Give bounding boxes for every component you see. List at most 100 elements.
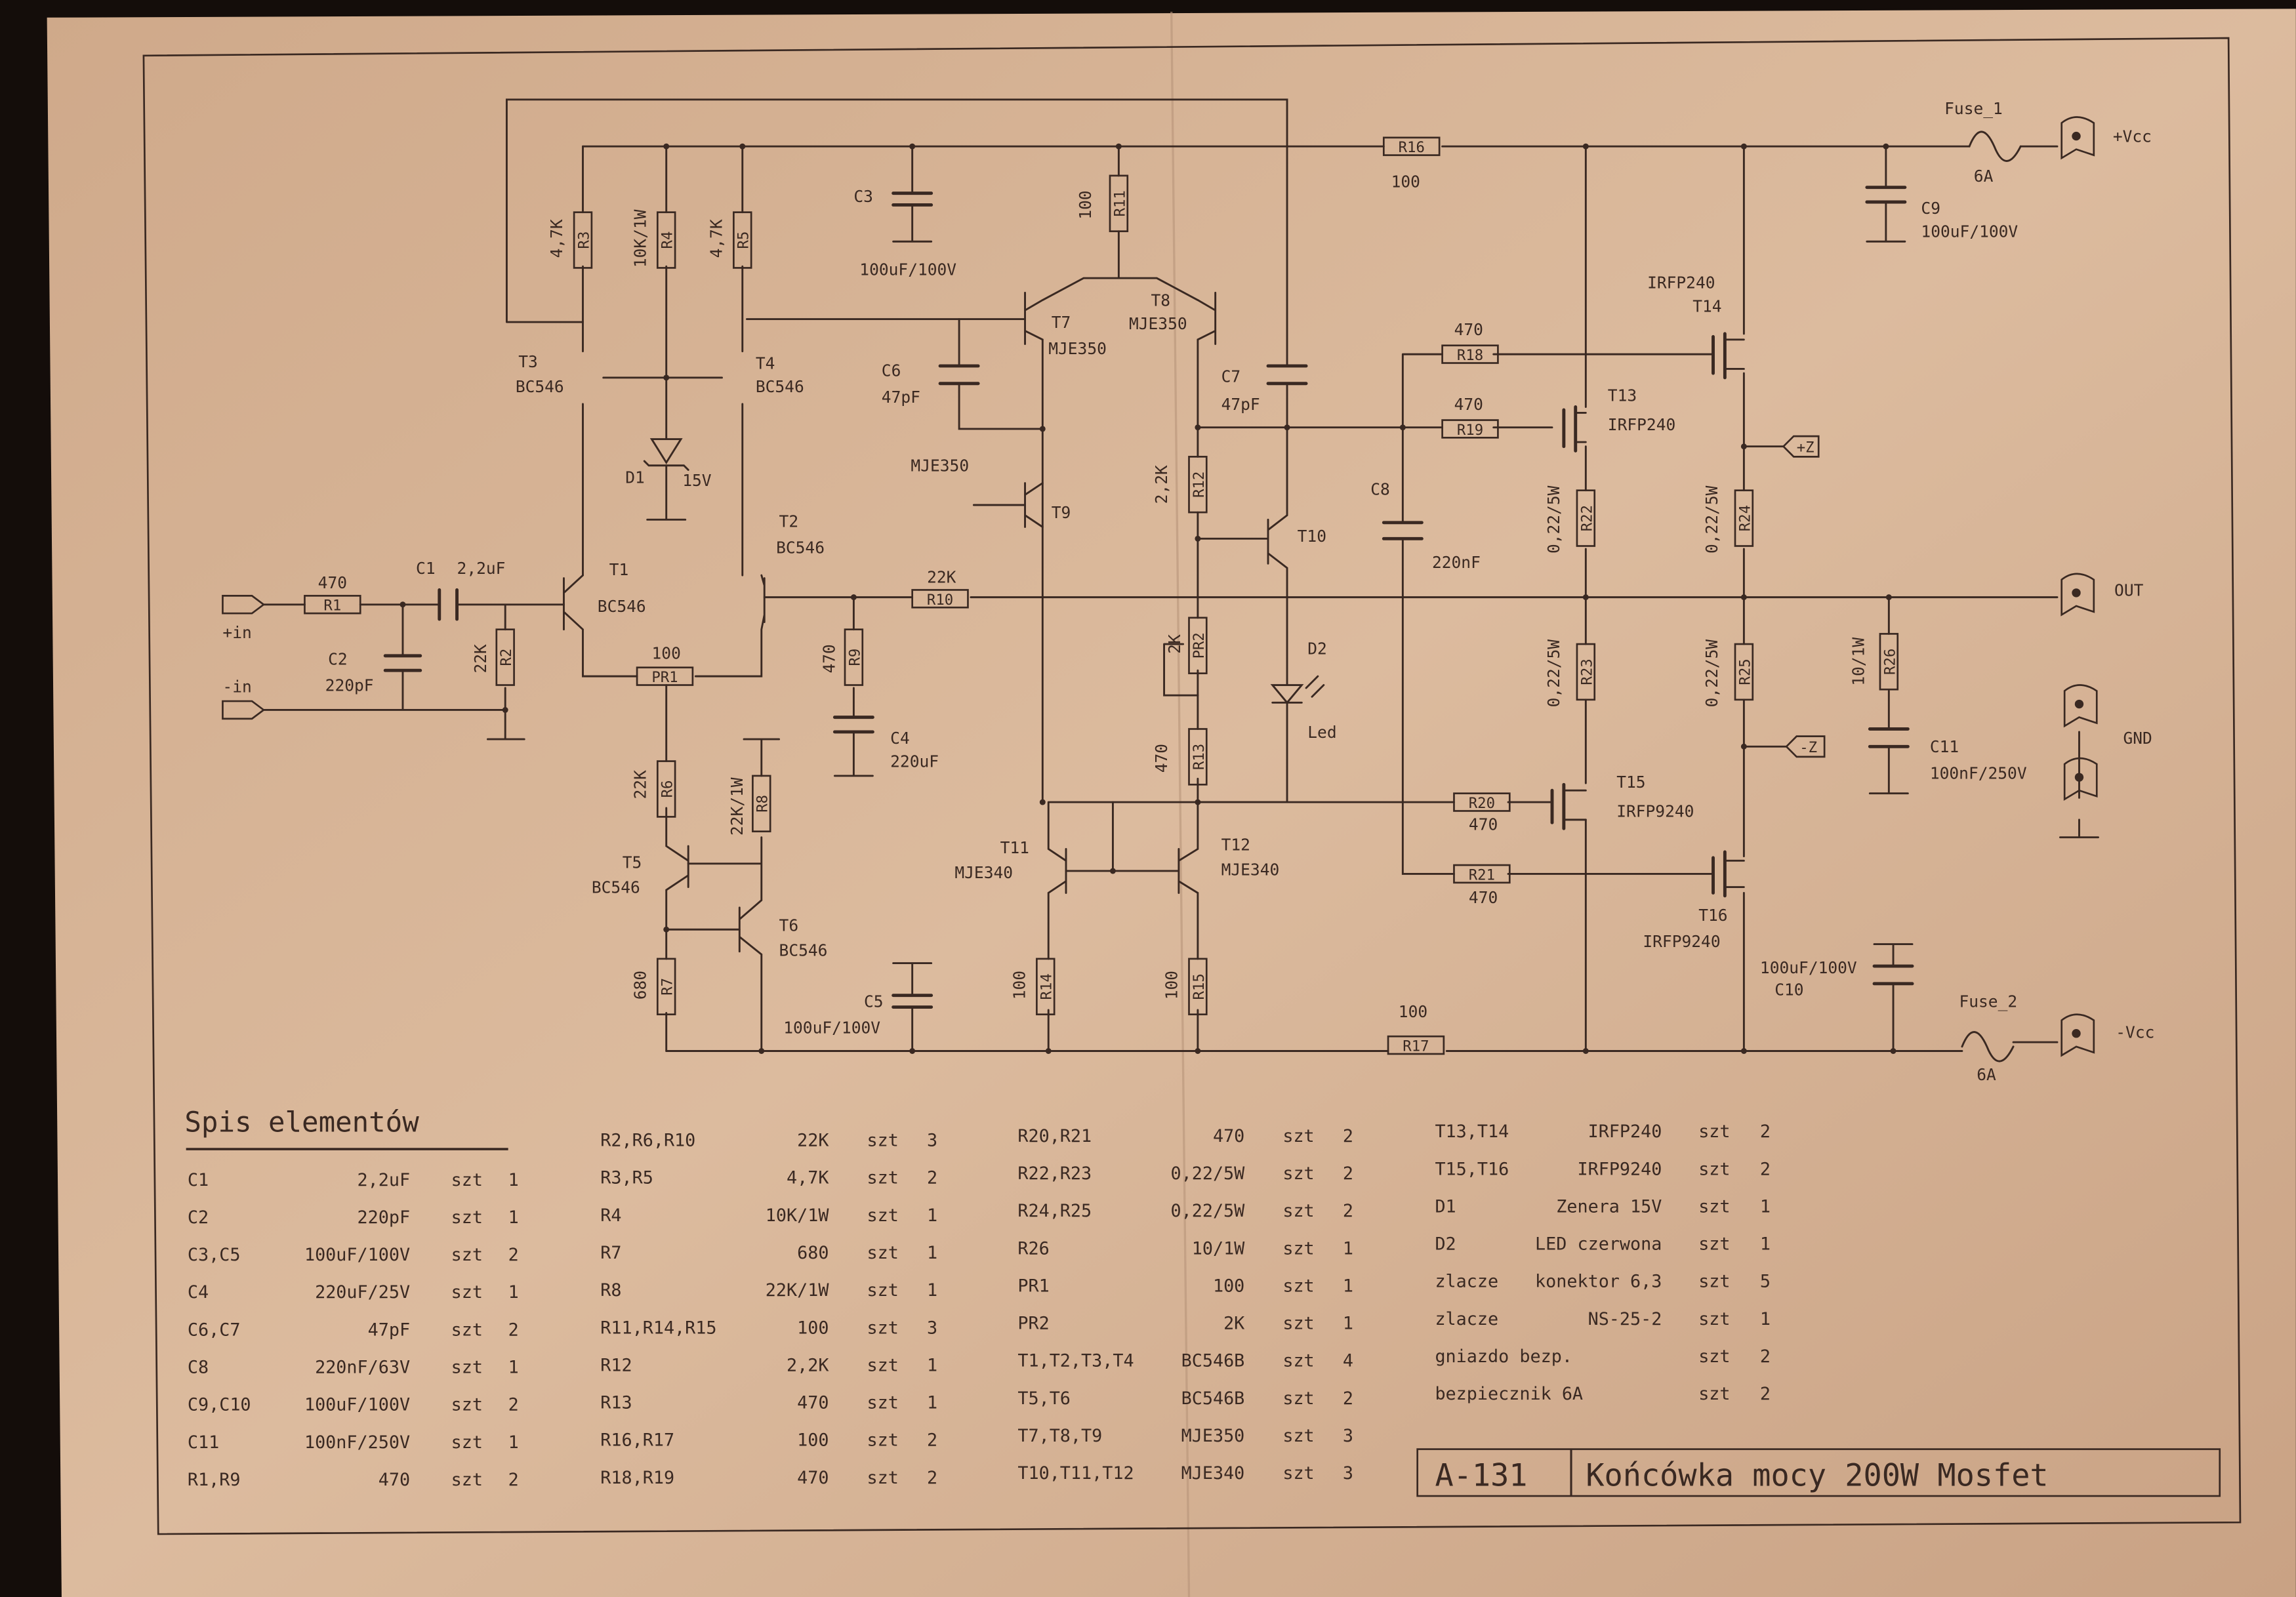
part-unit: szt [867, 1280, 898, 1301]
terminal-gnd-1[interactable] [2063, 684, 2098, 728]
part-ref: C3,C5 [188, 1245, 241, 1265]
resistor-body [1576, 489, 1596, 547]
part-unit: szt [451, 1358, 483, 1378]
resistor-body [1387, 1035, 1445, 1055]
part-ref: R7 [600, 1243, 621, 1263]
part-qty: 1 [508, 1282, 519, 1303]
resistor-value: 4,7K [547, 219, 566, 258]
terminal-in-plus[interactable] [222, 595, 266, 615]
resistor-value: 0,22/5W [1544, 639, 1563, 708]
resistor-value: 470 [1469, 888, 1498, 907]
label-c7: C7 [1221, 367, 1241, 386]
part-value: 22K [797, 1131, 829, 1151]
part-unit: szt [1282, 1238, 1314, 1259]
terminal-in-minus[interactable] [222, 700, 266, 720]
resistor-ref: R11 [1111, 190, 1128, 216]
part-value: 0,22/5W [1170, 1201, 1245, 1221]
terminal-gnd-2[interactable] [2063, 757, 2098, 801]
part-value: 100nF/250V [304, 1432, 410, 1453]
part-value: 100uF/100V [304, 1395, 410, 1415]
part-ref: R3,R5 [600, 1168, 653, 1188]
terminal-out[interactable] [2060, 573, 2095, 617]
part-qty: 5 [1760, 1272, 1771, 1292]
part-value: 100 [797, 1430, 829, 1451]
part-ref: zlacze [1435, 1272, 1498, 1292]
resistor-body [656, 211, 676, 269]
label-t7: T7 [1052, 313, 1071, 332]
capacitor-plates [383, 145, 1914, 1052]
resistor-body [733, 211, 752, 269]
resistor-body [752, 775, 771, 833]
label-out: OUT [2114, 580, 2144, 599]
label-t16-value: IRFP9240 [1643, 932, 1720, 951]
part-unit: szt [1698, 1196, 1730, 1217]
part-unit: szt [867, 1355, 898, 1375]
resistor-value: 10/1W [1849, 637, 1868, 686]
part-qty: 1 [508, 1358, 519, 1378]
resistor-r3: R34,7K [547, 211, 592, 269]
resistor-ref: PR1 [651, 669, 678, 686]
resistor-ref: R1 [323, 597, 341, 615]
label-t13-value: IRFP240 [1608, 415, 1675, 434]
terminal-vcc-plus[interactable] [2060, 116, 2095, 160]
part-qty: 1 [927, 1355, 937, 1375]
part-unit: szt [1698, 1346, 1730, 1367]
label-fuse1: Fuse_1 [1944, 99, 2003, 118]
part-ref: R24,R25 [1017, 1201, 1092, 1221]
resistor-body [1036, 958, 1056, 1016]
resistor-body [911, 589, 969, 609]
resistor-value: 470 [1152, 744, 1171, 773]
part-value: 22K/1W [766, 1280, 830, 1301]
part-value: konektor 6,3 [1535, 1272, 1662, 1292]
part-value: 47pF [368, 1320, 410, 1340]
resistor-value: 22K [927, 567, 956, 586]
part-ref: bezpiecznik 6A [1435, 1384, 1583, 1404]
part-value: MJE340 [1181, 1463, 1245, 1484]
part-qty: 1 [508, 1207, 519, 1228]
part-unit: szt [1698, 1272, 1730, 1292]
terminal-vcc-minus[interactable] [2060, 1013, 2095, 1057]
part-ref: R13 [600, 1393, 632, 1413]
terminals [222, 116, 2098, 1057]
part-unit: szt [1698, 1122, 1730, 1142]
label-c3-value: 100uF/100V [859, 260, 956, 279]
label-c2-value: 220pF [325, 676, 374, 695]
resistor-ref: R5 [735, 232, 752, 249]
part-ref: T1,T2,T3,T4 [1017, 1351, 1134, 1371]
part-value: IRFP9240 [1577, 1159, 1662, 1179]
part-unit: szt [1282, 1126, 1314, 1146]
resistor-ref: R21 [1469, 866, 1495, 883]
part-ref: gniazdo bezp. [1435, 1346, 1572, 1367]
label-c1-value: 2,2uF [457, 559, 506, 578]
part-value: 100 [1213, 1276, 1244, 1296]
label-t15-value: IRFP9240 [1616, 801, 1694, 820]
resistor-value: 470 [1469, 815, 1498, 834]
resistor-body [1441, 419, 1499, 439]
part-ref: C11 [188, 1432, 219, 1453]
part-ref: T15,T16 [1435, 1159, 1509, 1179]
label-c5: C5 [864, 992, 884, 1011]
component-labels: C1 2,2uF C2 220pF C3 100uF/100V C4 220uF… [325, 187, 2027, 1038]
part-value: 10K/1W [766, 1205, 830, 1226]
